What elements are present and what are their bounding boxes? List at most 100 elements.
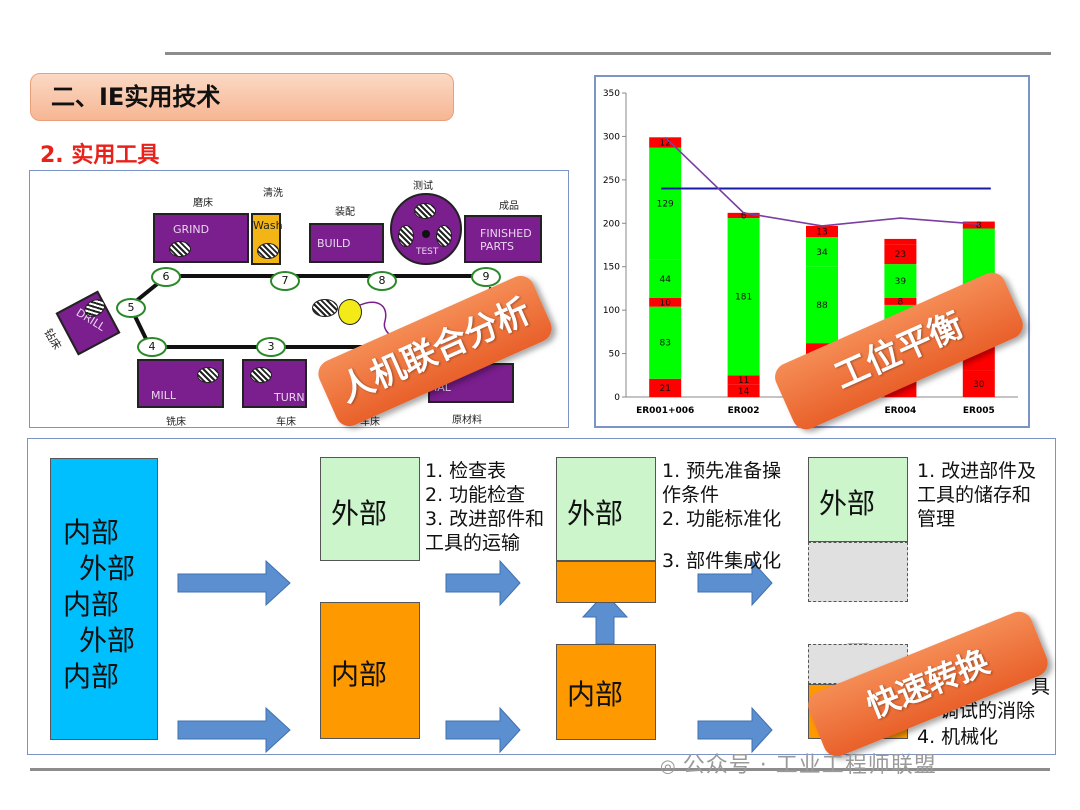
external-label: 外部 [331,497,388,530]
totals-line [664,136,979,227]
bar-segment-label: 39 [895,277,907,287]
step2-notes: 1. 预先准备操 作条件 2. 功能标准化 [662,460,782,530]
external-block-2: 外部 [556,457,656,561]
x-tick-label: ER001+006 [636,406,694,416]
bottom-divider [30,768,1050,771]
bar-segment [806,225,838,238]
y-tick-label: 0 [614,393,620,403]
x-tick-label: ER004 [884,406,916,416]
bar-segment [649,306,682,379]
bar-segment-label: 129 [657,200,674,210]
wechat-icon: ◎ [660,756,677,777]
y-tick-label: 150 [603,263,620,273]
external-label: 外部 [567,497,624,530]
operator-icon [414,203,436,219]
right-arrow-icon [445,559,521,607]
operator-icon [436,225,452,247]
bar-segment-label: 12 [659,139,670,149]
bar-segment [806,266,838,344]
bar-segment-label: 13 [816,228,827,238]
bar-segment-label: 10 [659,298,671,308]
test-label: 测试 [413,181,433,192]
bar-segment [806,237,838,267]
station-grind-name: GRIND [173,223,210,236]
operator-icon [257,243,279,259]
material-label: 原材料 [452,415,482,426]
section-title: 二、IE实用技术 [30,73,454,121]
station-build-name: BUILD [317,237,351,250]
bar-segment-label: 30 [973,380,985,390]
route-node-9: 9 [471,267,501,287]
operator-icon [398,225,414,247]
up-arrow-icon [581,592,629,645]
x-tick-label: ER002 [728,406,760,416]
station-mill: MILL [137,359,224,408]
bar-segment [649,147,682,260]
station-grind: GRIND [153,213,249,263]
route-node-5: 5 [116,298,146,318]
external-label: 外部 [819,487,876,520]
external-block-3: 外部 [808,457,908,542]
bar-segment [727,384,760,397]
y-tick-label: 300 [603,132,620,142]
bar-segment [649,297,682,307]
bar-segment-label: 11 [738,376,749,386]
bar-segment [727,218,760,376]
bar-segment [962,370,995,397]
step3-notes-b2: 具 [1031,676,1051,698]
internal-block-1: 内部 [320,602,420,739]
bar-segment [727,212,760,219]
bar-segment [884,264,917,298]
external-block-1: 外部 [320,457,420,561]
internal-block-2: 内部 [556,644,656,740]
eliminated-block-top [808,542,908,602]
route-node-3: 3 [256,337,286,357]
bar-segment-label: 88 [816,301,828,311]
bar-segment-label: 6 [741,211,747,221]
route-node-6: 6 [151,267,181,287]
station-wash-name: Wash [253,219,283,232]
bar-segment [649,137,682,148]
mill-label: 铣床 [166,417,186,428]
bar-segment-label: 83 [659,339,670,349]
right-arrow-icon [177,559,291,607]
build-label: 装配 [335,207,355,218]
route-node-8: 8 [367,271,397,291]
step1-notes: 1. 检查表 2. 功能检查 3. 改进部件和 工具的运输 [425,460,545,554]
right-arrow-icon [697,706,773,754]
step3-notes-b4: 4. 机械化 [917,726,999,748]
grind-label: 磨床 [193,198,213,209]
station-finished-name: FINISHED PARTS [480,227,532,253]
bar-segment-label: 34 [816,248,828,258]
watermark: ◎公众号 · 工业工程师联盟 [660,747,937,779]
internal-label: 内部 [331,658,388,691]
y-tick-label: 100 [603,306,620,316]
sub-title: 2. 实用工具 [40,143,160,168]
operator-icon [312,299,338,317]
y-tick-label: 200 [603,219,620,229]
station-test-name: TEST [416,247,439,257]
wash-label: 清洗 [263,188,283,199]
watermark-text: 公众号 · 工业工程师联盟 [682,753,937,778]
balance-chart: 0501001502002503003502183104412912ER001+… [603,89,1018,416]
bar-segment-label: 181 [735,293,752,303]
internal-label: 内部 [567,678,624,711]
col1-line-3: 内部 [63,588,120,621]
y-tick-label: 350 [603,89,620,99]
top-divider [165,52,1051,55]
bar-segment-label: 14 [738,387,750,397]
operator-icon [169,241,191,257]
station-test: TEST [390,193,462,265]
right-arrow-icon [177,706,291,754]
bar-segment-label: 8 [898,297,904,307]
step3-notes: 1. 改进部件及 工具的储存和 管理 [917,460,1037,530]
bar-segment [884,297,917,305]
bar-segment [962,221,995,229]
station-turn: TURN [242,359,307,408]
station-wash: Wash [251,213,283,265]
station-finished: FINISHED PARTS [464,215,542,263]
y-tick-label: 250 [603,176,620,186]
col1-line-1: 内部 [63,516,120,549]
test-center-dot [422,230,430,238]
col1-line-4: 外部 [79,624,136,657]
